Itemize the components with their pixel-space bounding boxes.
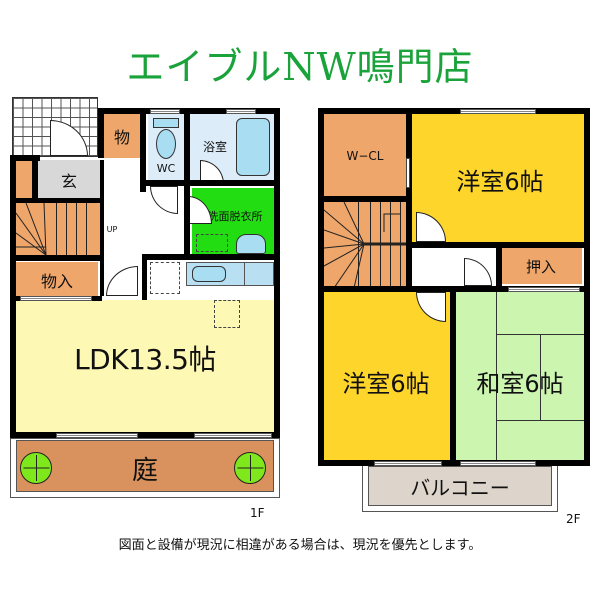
tree-icon-left xyxy=(20,452,52,484)
window-western-1 xyxy=(460,109,536,114)
sink-icon xyxy=(236,234,266,254)
ldk xyxy=(16,300,274,434)
closet-1f-label: 物入 xyxy=(40,272,73,291)
walk-in-closet-label: W−CL xyxy=(346,149,384,163)
western-room-1-label: 洋室6帖 xyxy=(456,167,544,196)
tree-icon-right xyxy=(234,452,266,484)
japanese-room xyxy=(456,292,584,460)
wc-door[interactable] xyxy=(150,186,178,214)
stairs-winder-icon xyxy=(324,202,408,288)
window-ldk-right xyxy=(194,433,272,438)
japanese-room-label: 和室6帖 xyxy=(476,369,564,398)
agency-title: エイブルNW鳴門店 xyxy=(126,45,474,89)
bathtub-icon xyxy=(236,118,270,176)
balcony-label: バルコニー xyxy=(410,475,510,500)
walk-in-closet xyxy=(324,114,406,196)
shoe-cabinet xyxy=(16,160,34,200)
stairs-1f xyxy=(16,203,100,255)
wc-label: WC xyxy=(156,161,176,175)
floor-1f-label: 1F xyxy=(250,506,265,520)
kitchen-sink-icon xyxy=(192,266,226,282)
japanese-room-door[interactable] xyxy=(464,258,492,286)
bath-label: 浴室 xyxy=(202,139,227,154)
closet-door[interactable] xyxy=(106,266,138,296)
toilet-bowl-icon xyxy=(156,129,176,159)
storage-top-label: 物 xyxy=(113,128,130,147)
ceiling-hatch-icon xyxy=(214,300,240,328)
western-room-2 xyxy=(324,292,450,460)
window-japanese xyxy=(460,461,536,466)
counter-divider xyxy=(244,262,245,286)
ldk-label: LDK13.5帖 xyxy=(74,343,216,376)
entrance-label: 玄 xyxy=(60,172,77,191)
window-bath xyxy=(226,109,256,114)
stairs-up-label: UP xyxy=(106,224,118,234)
stairs-winder-icon xyxy=(16,203,47,255)
fridge-space-icon xyxy=(150,262,180,294)
garden xyxy=(16,440,274,492)
stairs-2f xyxy=(324,202,408,288)
western-room-1 xyxy=(412,114,584,242)
closet-1f xyxy=(16,262,98,298)
window-wc xyxy=(150,109,180,114)
washroom-label: 洗面脱衣所 xyxy=(207,210,263,223)
western-room-2-label: 洋室6帖 xyxy=(342,369,430,398)
storage-top xyxy=(104,114,140,158)
disclaimer-note: 図面と設備が現況に相違がある場合は、現況を優先とします。 xyxy=(118,538,482,553)
window-ldk-left xyxy=(56,433,138,438)
entrance xyxy=(38,160,100,200)
window-closet-2f xyxy=(508,287,580,292)
wcl-door[interactable] xyxy=(406,158,410,188)
window-closet xyxy=(20,296,92,301)
toilet-tank-icon xyxy=(153,118,179,128)
closet-2f-label: 押入 xyxy=(525,257,556,276)
floor-plan-1f: 物 玄 UP 物入 WC 浴室 洗面脱衣所 LDK13. xyxy=(0,0,300,520)
balcony xyxy=(368,466,552,506)
washer-space-icon xyxy=(196,234,228,252)
floor-2f-label: 2F xyxy=(566,512,581,526)
garden-label: 庭 xyxy=(131,455,158,486)
floor-plan-2f: W−CL 洋室6帖 押入 洋室6帖 和室6帖 バルコニー xyxy=(300,0,600,530)
closet-2f xyxy=(500,248,582,284)
window-western-2 xyxy=(374,461,442,466)
